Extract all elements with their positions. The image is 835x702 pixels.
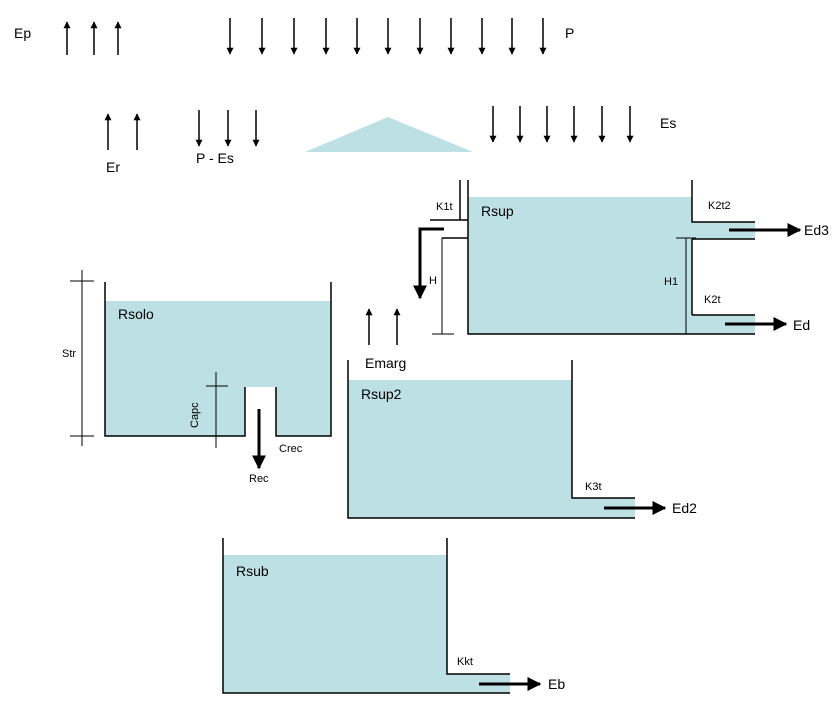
p-arrows [226, 18, 547, 55]
rsub-label: Rsub [236, 563, 269, 579]
ed3-label: Ed3 [804, 222, 829, 238]
capc-label: Capc [189, 402, 201, 428]
rsup2-reservoir [347, 360, 635, 519]
str-label: Str [62, 348, 76, 360]
rec-label: Rec [249, 473, 269, 485]
p-es-label: P - Es [196, 150, 234, 166]
rsup-label: Rsup [481, 203, 514, 219]
er-label: Er [106, 159, 120, 175]
ed2-label: Ed2 [672, 500, 697, 516]
p-label: P [565, 25, 574, 41]
rsolo-reservoir [104, 282, 332, 437]
rsub-reservoir [222, 538, 510, 694]
h-dimension [432, 238, 454, 335]
rsolo-label: Rsolo [118, 306, 154, 322]
k3t-label: K3t [585, 481, 602, 493]
str-dimension [70, 270, 94, 446]
k2t2-label: K2t2 [708, 200, 731, 212]
surface-triangle [305, 117, 473, 152]
h1-dimension [676, 237, 696, 334]
ep-arrows [63, 21, 122, 55]
p-es-arrows [195, 110, 260, 147]
rsup2-label: Rsup2 [361, 386, 402, 402]
er-arrows [104, 113, 141, 150]
emarg-arrows [365, 308, 401, 345]
h1-label: H1 [664, 276, 678, 288]
es-arrows [489, 106, 634, 143]
overflow-arrow [413, 227, 444, 300]
eb-label: Eb [548, 676, 565, 692]
es-label: Es [660, 115, 676, 131]
k1t-label: K1t [436, 201, 453, 213]
emarg-label: Emarg [365, 355, 406, 371]
kkt-label: Kkt [457, 656, 473, 668]
ed-label: Ed [793, 317, 810, 333]
k2t-label: K2t [704, 294, 721, 306]
h-label: H [429, 275, 437, 287]
crec-label: Crec [279, 443, 303, 455]
capc-dimension [206, 372, 228, 448]
ep-label: Ep [14, 25, 31, 41]
rsup-reservoir [430, 180, 755, 335]
